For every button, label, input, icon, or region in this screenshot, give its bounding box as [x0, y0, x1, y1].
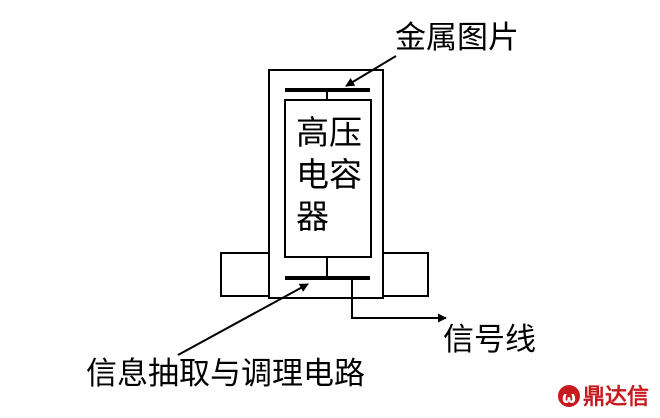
signal-wire	[351, 280, 447, 323]
signal-wire-label: 信号线	[443, 322, 536, 358]
watermark-text: 鼎达信	[583, 384, 649, 410]
watermark-logo: ω	[558, 385, 580, 407]
capacitor-label-line2: 电容	[296, 155, 362, 194]
outer-housing	[268, 69, 384, 299]
svg-text:ω: ω	[562, 388, 576, 407]
metal-plate-label: 金属图片	[395, 20, 519, 56]
base-block	[220, 252, 429, 297]
capacitor-label-line1: 高压	[296, 113, 362, 152]
capacitor-label-line3: 器	[296, 197, 329, 236]
circuit-label: 信息抽取与调理电路	[86, 356, 365, 392]
circuit-pointer	[177, 283, 309, 356]
metal-plate-pointer	[345, 55, 397, 87]
